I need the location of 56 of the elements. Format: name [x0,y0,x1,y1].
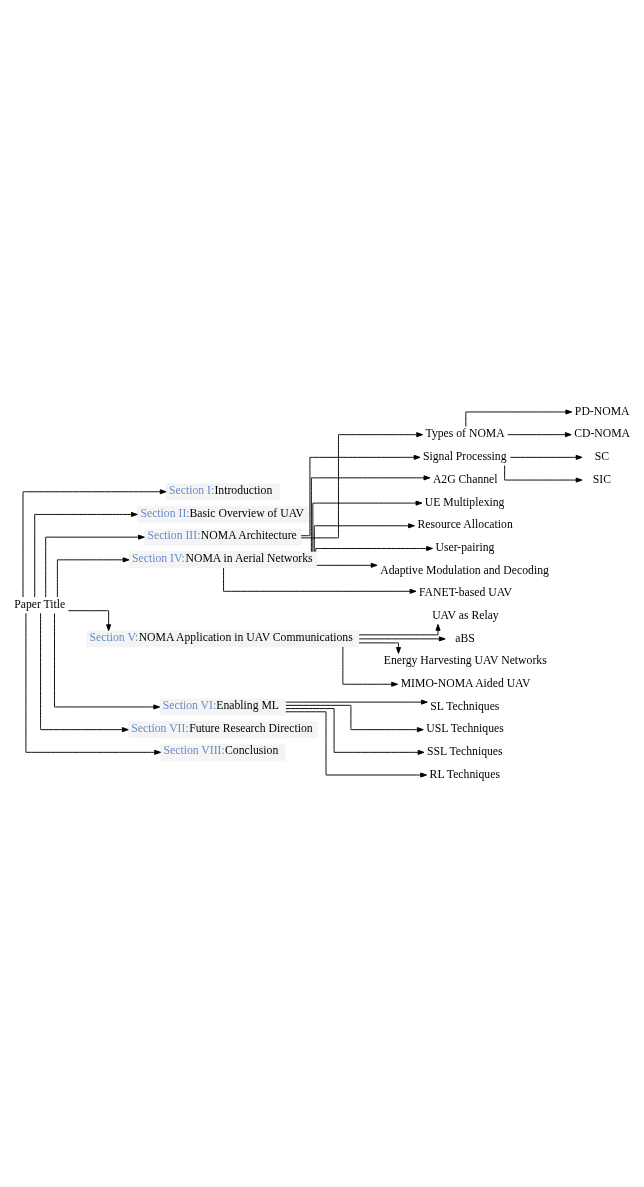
arrow [358,623,441,636]
arrow [223,567,417,594]
node-text: SC [594,450,609,464]
arrow [300,454,421,537]
arrow [507,432,572,438]
arrow [312,500,423,553]
node-box: Section IV:NOMA in Aerial Networks [128,551,317,569]
node-text: MIMO-NOMA Aided UAV [400,677,531,691]
node-text: UE Multiplexing [424,495,505,509]
arrow [56,557,130,598]
arrow [25,612,161,755]
node-box: Section II:Basic Overview of UAV [137,506,309,523]
arrow [504,465,583,483]
arrow [45,534,145,598]
arrow [285,699,428,705]
node-text: SIC [592,472,612,486]
arrow [40,612,129,733]
arrow [315,545,433,553]
node-text: RL Techniques [429,767,500,781]
node-text: SSL Techniques [427,745,503,759]
node-box: Section VII:Future Research Direction [128,721,318,739]
arrow [285,704,424,733]
arrow [300,432,424,539]
node-text: User-pairing [435,540,495,554]
arrow [285,708,425,755]
arrow [509,454,583,460]
arrow [285,711,427,778]
node-text: Types of NOMA [425,427,505,441]
node-text: PD-NOMA [574,404,630,418]
arrow [313,523,415,553]
arrow [67,610,112,632]
node-text: SL Techniques [430,699,500,713]
node-text: UAV as Relay [432,608,499,622]
arrow [342,646,398,687]
node-box: Section I:Introduction [165,483,280,501]
node-text: FANET-based UAV [418,586,513,600]
arrow [34,511,138,598]
node-text: Resource Allocation [417,518,513,532]
node-box: Section VI:Enabling ML [159,698,287,716]
arrow [310,475,431,553]
arrow [22,489,167,598]
node-box: Section V:NOMA Application in UAV Communications [86,630,360,648]
node-box: Section VIII:Conclusion [160,743,286,761]
node-text: Energy Harvesting UAV Networks [383,654,547,668]
node-text: USL Techniques [426,722,504,736]
node-text: A2G Channel [432,472,498,486]
node-text: Paper Title [14,597,66,611]
arrow [54,613,161,710]
node-text: aBS [455,631,475,645]
node-text: Signal Processing [423,450,507,464]
node-text: CD-NOMA [574,427,631,441]
arrow [358,636,446,642]
arrow [316,562,378,568]
node-box: Section III:NOMA Architecture [144,528,302,546]
node-text: Adaptive Modulation and Decoding [380,563,549,577]
arrow [358,642,401,654]
